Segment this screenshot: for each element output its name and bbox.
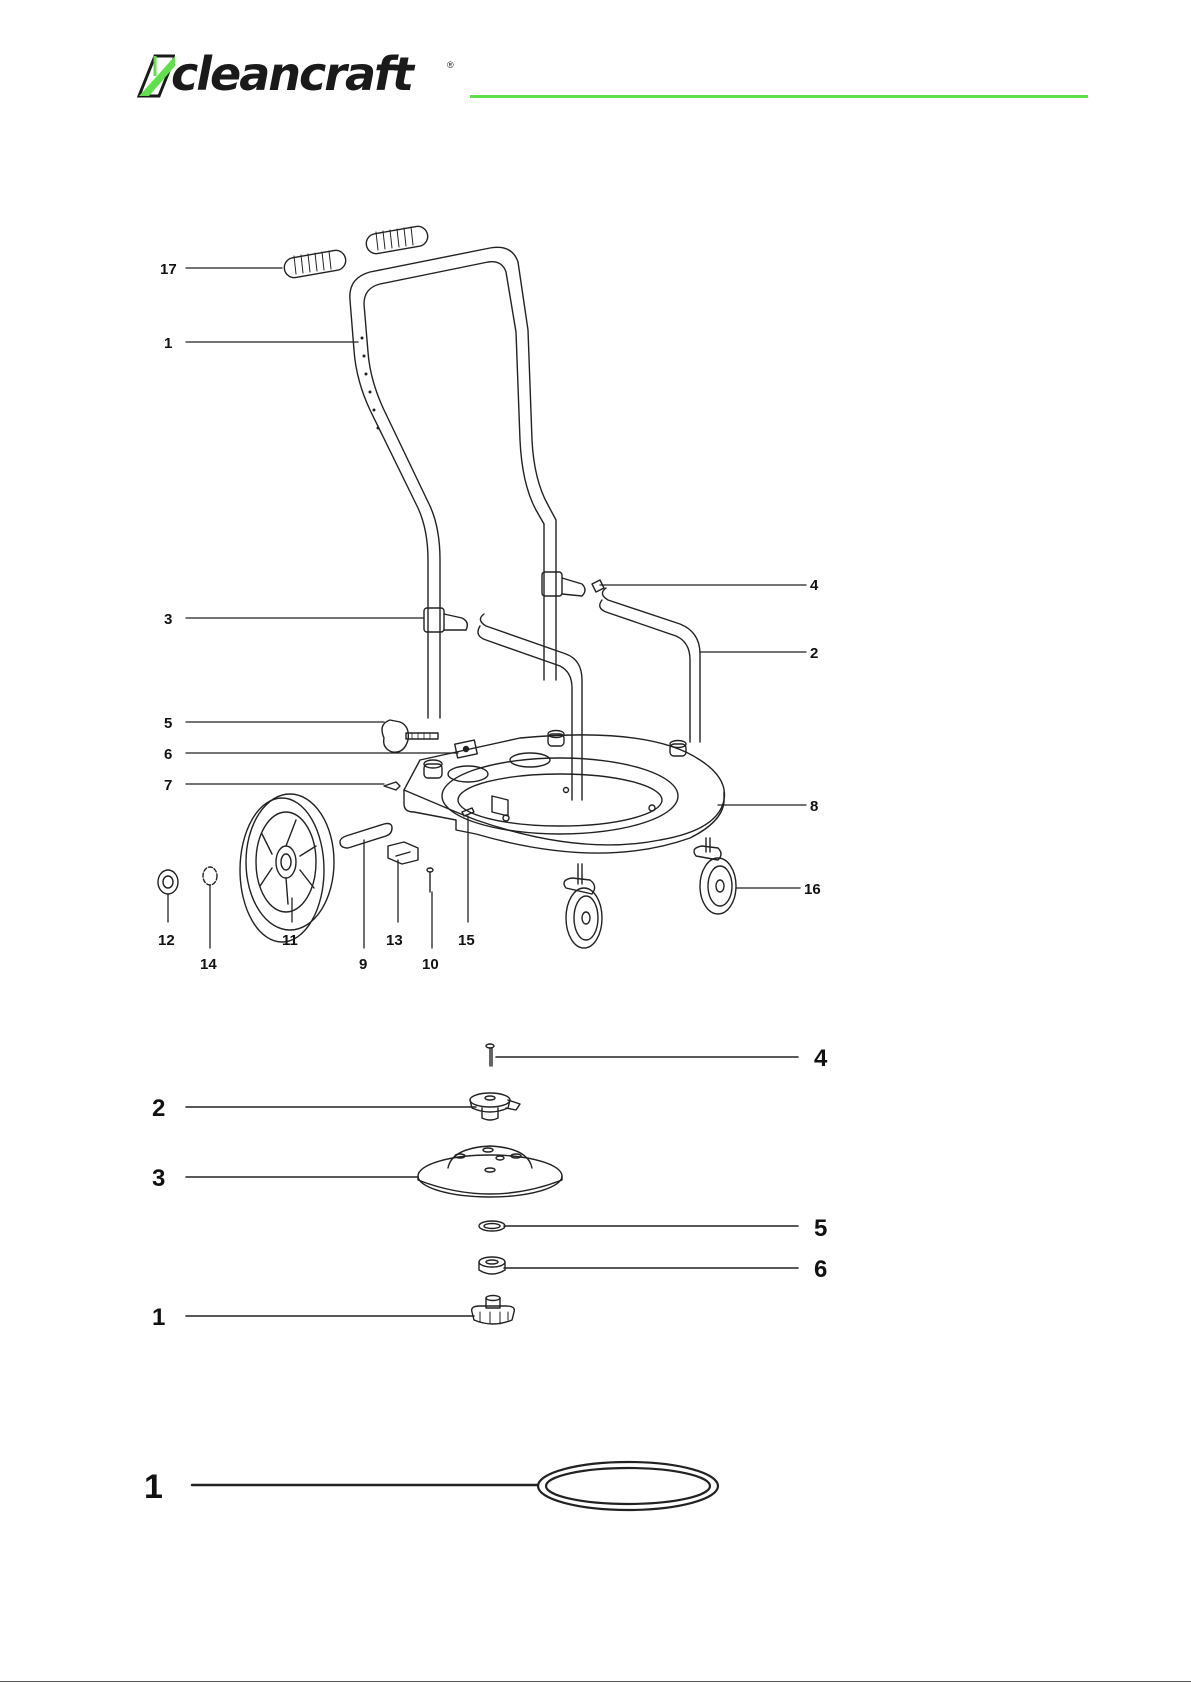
- diagram-sealing-ring: [192, 1462, 718, 1510]
- pin-part: [592, 580, 604, 592]
- label-16: 16: [804, 881, 821, 898]
- label-8: 8: [810, 798, 818, 815]
- t-connector-part: [424, 572, 585, 632]
- label-9: 9: [359, 956, 367, 973]
- sealing-ring-part: [538, 1462, 718, 1510]
- label-2: 2: [810, 645, 818, 662]
- clamp-part: [388, 842, 418, 864]
- rotor-hub-part: [470, 1093, 520, 1120]
- handle-frame-part: [350, 247, 556, 718]
- circlip-part: [203, 867, 217, 885]
- ring-label-1: 1: [144, 1468, 163, 1506]
- washer-part: [158, 870, 178, 894]
- label-10: 10: [422, 956, 439, 973]
- rotor-label-4: 4: [814, 1045, 828, 1072]
- bolt-part: [427, 868, 433, 892]
- label-6: 6: [164, 746, 172, 763]
- plate-part: [455, 740, 477, 758]
- rotor-label-5: 5: [814, 1215, 827, 1242]
- label-15: 15: [458, 932, 475, 949]
- label-4: 4: [810, 577, 819, 594]
- label-7: 7: [164, 777, 172, 794]
- rotor-label-6: 6: [814, 1256, 827, 1283]
- diagram-trolley: [158, 225, 806, 948]
- leg-tube-part: [478, 588, 700, 800]
- screw-part: [384, 782, 400, 790]
- base-plate-part: [404, 731, 725, 854]
- rotor-label-1: 1: [152, 1304, 165, 1331]
- castor-wheel-part: [564, 838, 736, 948]
- rotor-screw-part: [486, 1044, 494, 1066]
- rotor-bearing-part: [479, 1257, 505, 1274]
- label-11: 11: [282, 932, 298, 949]
- main-wheel-part: [240, 794, 334, 942]
- rotor-oring-part: [479, 1221, 505, 1231]
- label-5: 5: [164, 715, 172, 732]
- rotor-label-2: 2: [152, 1095, 165, 1122]
- label-13: 13: [386, 932, 403, 949]
- page-bottom-rule: [0, 1681, 1191, 1682]
- rotor-label-3: 3: [152, 1165, 165, 1192]
- label-14: 14: [200, 956, 217, 973]
- label-3: 3: [164, 611, 172, 628]
- label-17: 17: [160, 261, 177, 278]
- knob-part: [382, 720, 438, 752]
- grip-part: [283, 225, 430, 279]
- label-1: 1: [164, 335, 172, 352]
- rotor-disc-part: [418, 1146, 562, 1197]
- diagram-rotor-assembly: [186, 1044, 798, 1324]
- axle-part: [340, 824, 392, 849]
- diagram2-labels: 4 2 3 5 6 1: [152, 1045, 828, 1331]
- label-12: 12: [158, 932, 175, 949]
- diagram3-labels: 1: [144, 1468, 163, 1506]
- rotor-knob-part: [472, 1296, 515, 1325]
